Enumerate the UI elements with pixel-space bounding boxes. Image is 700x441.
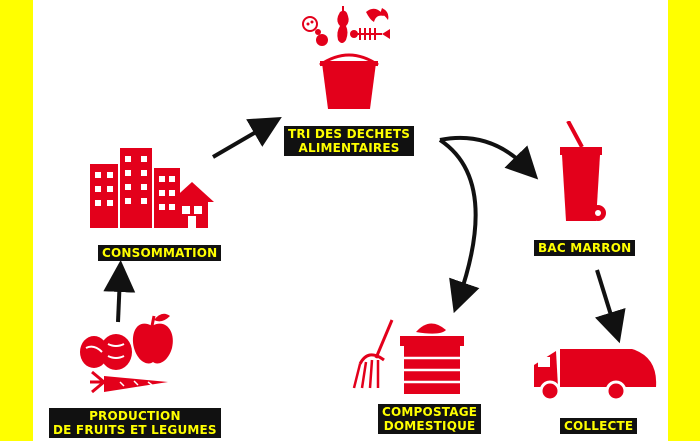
truck-icon [534,349,657,402]
pitchfork-icon [352,319,394,389]
arrow-production-to-consommation [103,260,136,323]
bucket-icon [319,53,379,109]
trash-bin-icon [560,121,606,221]
compost-bin-icon [400,323,464,394]
label-compostage: COMPOSTAGE DOMESTIQUE [378,404,482,434]
carrot-icon [90,370,168,394]
arrow-tri-to-compostage [438,138,480,314]
label-tri: TRI DES DECHETS ALIMENTAIRES [284,126,415,156]
buildings-icon [90,148,180,228]
arrow-tri-to-bac [439,135,539,180]
label-consommation: CONSOMMATION [98,245,222,261]
label-collecte: COLLECTE [560,418,638,434]
food-waste-icon [302,6,390,46]
house-icon [170,182,214,228]
label-bac-marron: BAC MARRON [534,240,636,256]
label-production: PRODUCTION DE FRUITS ET LEGUMES [49,408,221,438]
nuts-icon [80,334,132,370]
arrow-consommation-to-tri [211,116,282,159]
apple-icon [132,313,173,364]
arrow-bac-to-collecte [594,269,626,344]
